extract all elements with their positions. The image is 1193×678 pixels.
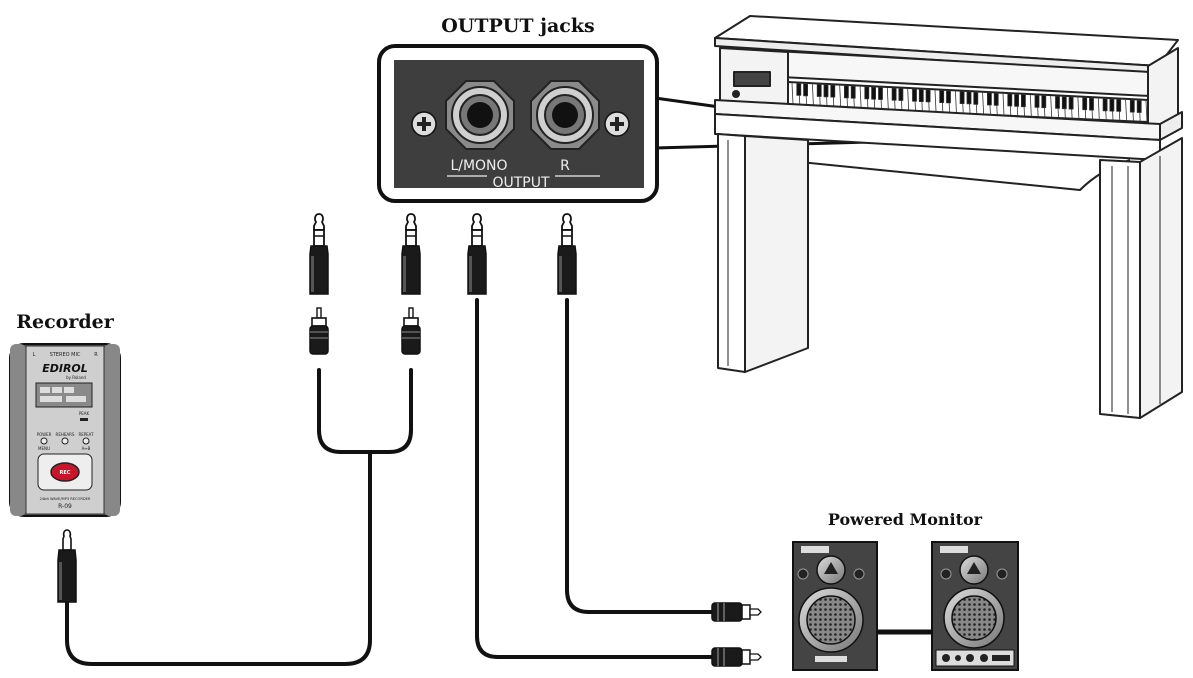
svg-text:MENU: MENU bbox=[38, 446, 50, 451]
plug-y-right-phone bbox=[401, 213, 421, 295]
black-key bbox=[878, 87, 883, 100]
black-key bbox=[796, 83, 802, 96]
svg-text:R: R bbox=[94, 352, 98, 358]
monitor-right bbox=[931, 541, 1019, 671]
cables bbox=[65, 298, 935, 666]
screw-left-icon bbox=[411, 111, 437, 137]
black-key bbox=[939, 90, 945, 103]
black-key bbox=[816, 84, 822, 97]
black-key bbox=[1007, 93, 1013, 107]
screw-right-icon bbox=[604, 111, 630, 137]
powered-monitor-label: Powered Monitor bbox=[828, 510, 983, 529]
output-panel: L/MONO R OUTPUT bbox=[377, 44, 659, 203]
piano-keys bbox=[791, 83, 1148, 122]
black-key bbox=[987, 92, 992, 106]
black-key bbox=[898, 88, 904, 101]
black-key bbox=[993, 92, 999, 106]
cable-left-output bbox=[475, 298, 714, 659]
black-key bbox=[912, 88, 917, 102]
black-key bbox=[850, 85, 856, 99]
black-key bbox=[1034, 95, 1040, 108]
recorder-brand: EDIROL bbox=[42, 362, 88, 375]
black-key bbox=[946, 90, 951, 104]
cable-right-output bbox=[565, 298, 714, 614]
black-key bbox=[871, 86, 876, 100]
black-key bbox=[1136, 100, 1142, 113]
black-key bbox=[1089, 97, 1094, 111]
svg-text:by Roland: by Roland bbox=[66, 375, 86, 380]
black-key bbox=[973, 91, 979, 105]
svg-text:R-09: R-09 bbox=[58, 503, 72, 510]
piano bbox=[714, 15, 1183, 419]
output-jacks-label: OUTPUT jacks bbox=[441, 15, 594, 37]
black-key bbox=[966, 91, 972, 105]
black-key bbox=[1082, 97, 1088, 111]
svg-text:REPEAT: REPEAT bbox=[78, 432, 94, 437]
svg-text:PEAK: PEAK bbox=[79, 411, 90, 416]
black-key bbox=[1129, 99, 1135, 113]
black-key bbox=[891, 87, 897, 101]
black-key bbox=[1109, 98, 1115, 112]
rec-button bbox=[50, 462, 80, 482]
jack-l-mono-icon bbox=[445, 80, 515, 150]
black-key bbox=[925, 89, 931, 103]
black-key bbox=[1021, 94, 1026, 108]
black-key bbox=[918, 89, 924, 102]
black-key bbox=[1116, 99, 1122, 112]
black-key bbox=[1068, 96, 1074, 110]
black-key bbox=[844, 85, 849, 99]
svg-text:24bit WAVE/MP3 RECORDER: 24bit WAVE/MP3 RECORDER bbox=[40, 497, 91, 501]
panel-label-r: R bbox=[560, 158, 570, 174]
black-key bbox=[959, 91, 965, 104]
black-key bbox=[823, 84, 829, 98]
black-key bbox=[1014, 93, 1019, 107]
plug-output-l bbox=[467, 213, 487, 295]
black-key bbox=[1102, 98, 1108, 112]
recorder-screen bbox=[35, 382, 93, 408]
rca-monitor-lower bbox=[711, 647, 762, 667]
recorder-label: Recorder bbox=[16, 311, 115, 333]
black-key bbox=[830, 84, 836, 98]
svg-text:L: L bbox=[33, 352, 36, 358]
panel-label-output: OUTPUT bbox=[492, 175, 550, 191]
panel-label-l-mono: L/MONO bbox=[450, 158, 507, 174]
cable-recorder bbox=[65, 450, 372, 666]
recorder-device: STEREO MIC L R EDIROL by Roland PEAK POW… bbox=[9, 343, 121, 517]
black-key bbox=[1061, 96, 1067, 110]
rca-monitor-upper bbox=[711, 602, 762, 622]
plug-recorder-mini bbox=[57, 529, 77, 603]
svg-text:REHEARS: REHEARS bbox=[56, 432, 75, 437]
black-key bbox=[1041, 95, 1047, 109]
monitor-left bbox=[792, 541, 878, 671]
plug-y-left-phone bbox=[309, 213, 329, 295]
svg-text:A↔B: A↔B bbox=[82, 446, 91, 451]
black-key bbox=[1055, 96, 1060, 109]
svg-text:STEREO MIC: STEREO MIC bbox=[50, 352, 81, 358]
jack-r-icon bbox=[530, 80, 600, 150]
rca-y-right bbox=[401, 307, 421, 355]
svg-text:POWER: POWER bbox=[37, 432, 52, 437]
rca-y-left bbox=[309, 307, 329, 355]
cable-y-split bbox=[317, 368, 413, 454]
black-key bbox=[864, 86, 870, 100]
plug-output-r bbox=[557, 213, 577, 295]
black-key bbox=[803, 83, 808, 97]
svg-text:REC: REC bbox=[60, 470, 71, 476]
